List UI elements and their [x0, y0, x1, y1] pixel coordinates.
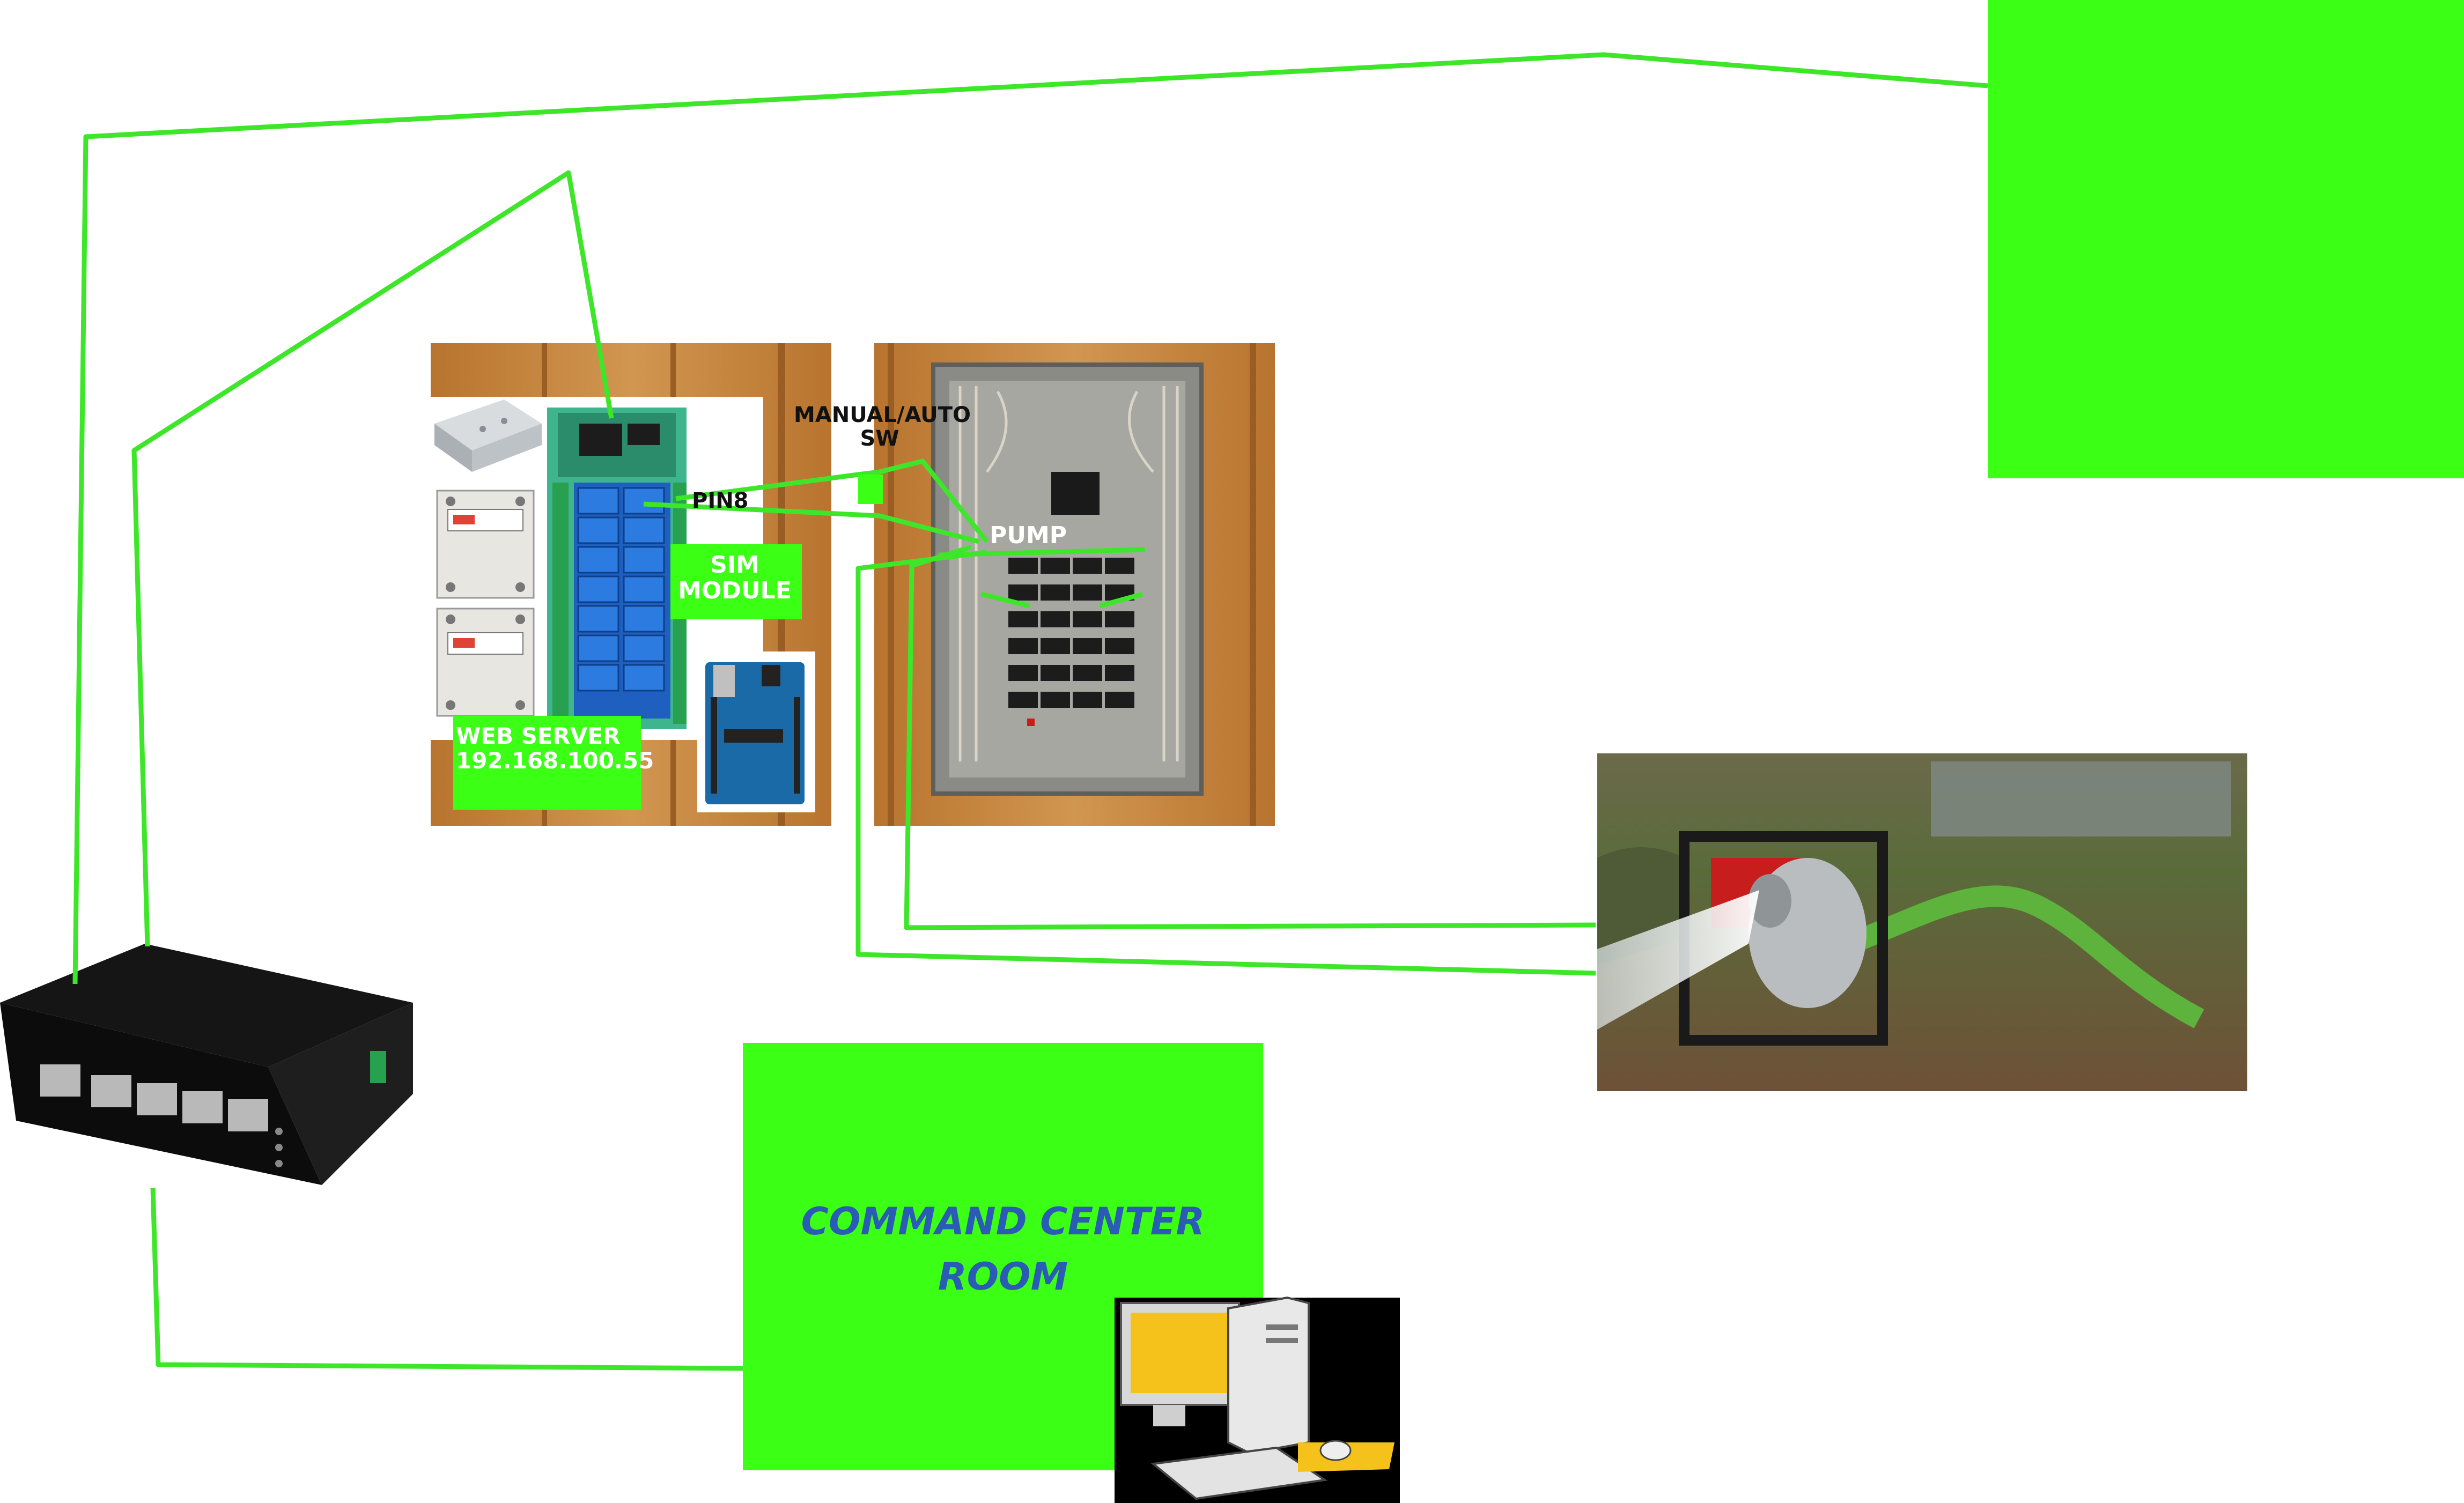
desktop-computer-icon — [1115, 1296, 1400, 1503]
wire-relay-to-manual-switch — [675, 458, 989, 543]
web-server-ip: 192.168.100.55 — [456, 747, 654, 774]
relay-panel-photo — [431, 343, 831, 826]
manual-auto-switch-label: MANUAL/AUTO SW — [794, 403, 971, 451]
command-center-label: COMMAND CENTER ROOM — [743, 1201, 1263, 1298]
top-right-block — [1988, 0, 2464, 478]
wiring — [72, 52, 1988, 1371]
water-pump-icon — [1597, 753, 2247, 1091]
web-server-block — [453, 716, 641, 810]
arduino-board-icon — [697, 651, 815, 812]
command-center-text: COMMAND CENTER — [801, 1200, 1205, 1243]
wire-switch-to-top-block — [72, 52, 1988, 984]
sim-module-block — [670, 544, 802, 619]
power-supply-icon — [434, 399, 542, 472]
wire-pin8 — [643, 501, 980, 544]
manual-auto-switch — [858, 475, 883, 504]
pin8-label: PIN8 — [692, 488, 749, 513]
solid-state-relay-icon — [436, 490, 535, 599]
relay-board-icon — [547, 408, 687, 729]
manual-auto-text: MANUAL/AUTO — [794, 403, 971, 427]
pump-label: PUMP — [990, 522, 1067, 549]
solid-state-relay-icon — [436, 608, 535, 717]
web-server-text: WEB SERVER — [456, 723, 621, 749]
sw-text: SW — [860, 426, 899, 451]
wire-switch-to-relay-board — [131, 170, 614, 947]
web-server-label: WEB SERVER 192.168.100.55 — [456, 723, 654, 774]
breaker-panel-icon — [874, 343, 1275, 826]
module-text: MODULE — [678, 577, 792, 605]
ethernet-switch-icon — [0, 944, 413, 1185]
wire-switch-to-command-center — [150, 1187, 743, 1371]
sim-module-label: SIM MODULE — [670, 552, 799, 604]
sim-text: SIM — [710, 551, 759, 579]
room-text: ROOM — [938, 1255, 1068, 1299]
wire-panel-to-pump-2 — [855, 550, 1596, 976]
